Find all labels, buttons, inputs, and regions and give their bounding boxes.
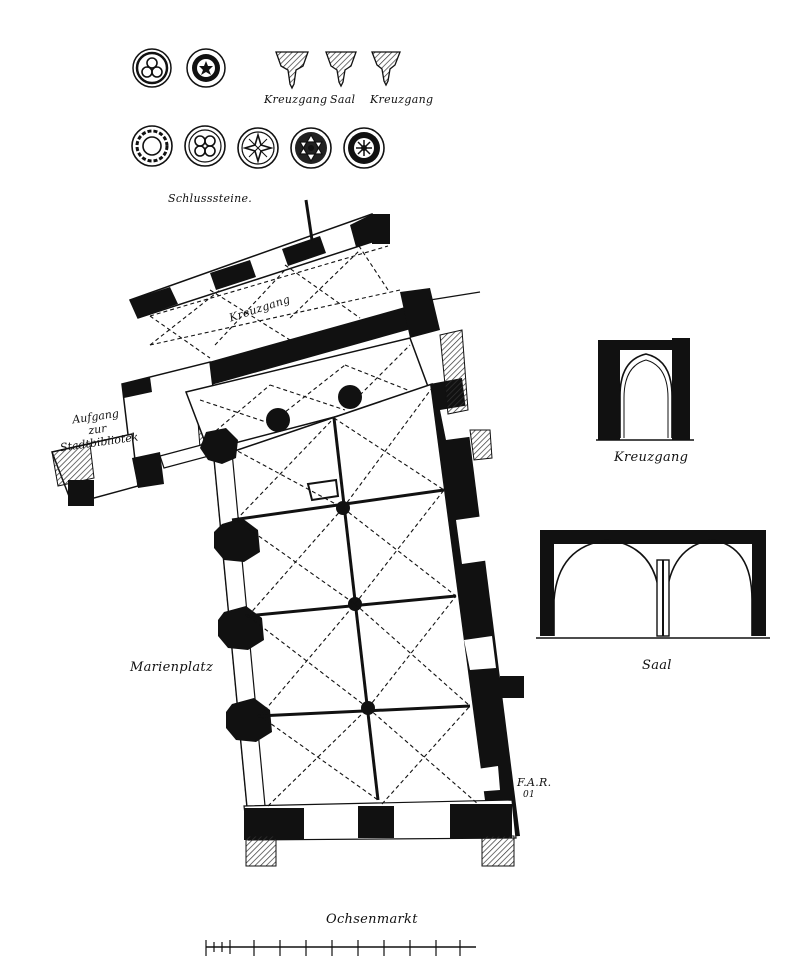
rib-profile-icon	[371, 51, 401, 87]
main-hall	[200, 329, 524, 867]
section-kreuzgang	[596, 338, 694, 441]
rib-profiles-group	[275, 51, 401, 90]
trefoil-rosette-icon	[132, 48, 172, 88]
signature-year: 01	[523, 790, 536, 800]
quatrefoil-rosette-icon	[184, 125, 226, 167]
section-saal	[536, 530, 770, 639]
cross-rosette-icon	[343, 127, 385, 169]
star-rosette-icon	[237, 127, 279, 169]
ring-rosette-icon	[131, 125, 173, 167]
cloister-wing	[128, 199, 481, 392]
keystones-caption: Schlusssteine.	[168, 192, 253, 205]
profile-label-kreuzgang-2: Kreuzgang	[370, 93, 434, 106]
profile-label-saal: Saal	[330, 93, 356, 106]
marienplatz-label: Marienplatz	[130, 660, 214, 675]
signature: F.A.R.	[517, 776, 552, 789]
floor-plan	[50, 199, 524, 867]
five-lobed-rosette-icon	[186, 48, 226, 88]
scale-bar	[205, 940, 476, 956]
profile-label-kreuzgang: Kreuzgang	[264, 93, 328, 106]
rib-profile-icon	[275, 51, 309, 90]
scale-caption: Ochsenmarkt	[326, 912, 418, 927]
hexagram-rosette-icon	[290, 127, 332, 169]
rib-profile-icon	[325, 51, 357, 88]
section-kreuzgang-label: Kreuzgang	[614, 450, 689, 465]
keystones-group	[131, 48, 385, 169]
section-saal-label: Saal	[642, 658, 672, 673]
